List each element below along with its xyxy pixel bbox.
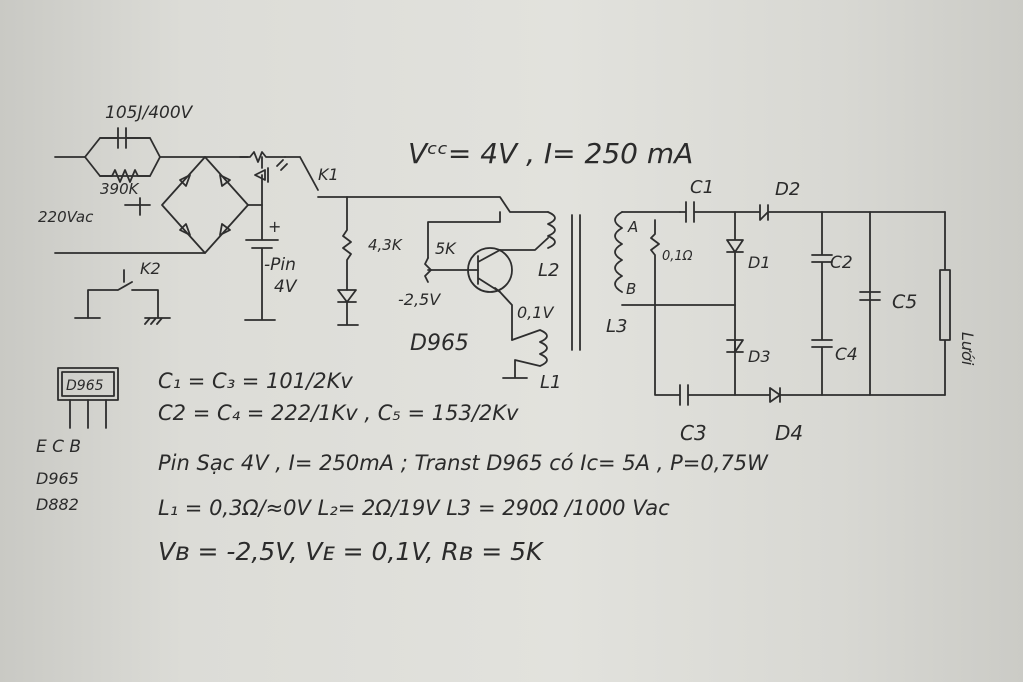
d2-label: D2 bbox=[775, 179, 800, 200]
note-line-1: C₁ = C₃ = 101/2Kv bbox=[158, 369, 353, 393]
battery-plus: + bbox=[268, 217, 281, 236]
top-cap-label: 105J/400V bbox=[105, 103, 194, 123]
ve-label: 0,1V bbox=[517, 303, 554, 322]
note-line-5: Vʙ = -2,5V, Vᴇ = 0,1V, Rʙ = 5K bbox=[158, 537, 545, 566]
k1-label: K1 bbox=[318, 165, 339, 184]
input-wires bbox=[54, 127, 206, 254]
d4-label: D4 bbox=[775, 421, 803, 445]
switch-k1 bbox=[284, 156, 549, 213]
battery-symbol bbox=[244, 204, 279, 321]
note-line-4: L₁ = 0,3Ω/≈0V L₂= 2Ω/19V L3 = 290Ω /1000… bbox=[158, 496, 670, 520]
package-label: D965 bbox=[66, 378, 104, 394]
resistor-390k-label: 390K bbox=[100, 180, 140, 198]
oscillator-transistor bbox=[424, 211, 581, 379]
charge-indicator bbox=[239, 151, 288, 206]
vb-label: -2,5V bbox=[398, 290, 441, 309]
c3-label: C3 bbox=[680, 421, 707, 445]
output-label: Lưới bbox=[958, 332, 977, 366]
node-a-label: A bbox=[627, 218, 638, 236]
c4-label: C4 bbox=[835, 345, 858, 365]
transistor-package bbox=[57, 367, 119, 429]
node-b-label: B bbox=[626, 280, 636, 298]
l1-label: L1 bbox=[540, 372, 561, 393]
mains-label: 220Vac bbox=[38, 208, 94, 226]
note-line-3: Pin Sạc 4V , I= 250mA ; Transt D965 có I… bbox=[158, 451, 769, 475]
bias-network bbox=[337, 196, 359, 326]
output-multiplier bbox=[654, 201, 951, 406]
bridge-rectifier bbox=[161, 156, 249, 254]
l2-label: L2 bbox=[538, 260, 559, 281]
pin-order-label: E C B bbox=[36, 437, 81, 457]
r01-label: 0,1Ω bbox=[662, 249, 693, 264]
secondary-coil bbox=[614, 211, 736, 306]
d1-label: D1 bbox=[748, 253, 771, 272]
c1-label: C1 bbox=[690, 177, 714, 198]
equivalent-1: D965 bbox=[36, 469, 79, 488]
c2-label: C2 bbox=[830, 253, 853, 273]
labels: 105J/400V 390K 220Vac Vᶜᶜ= 4V , I= 250 m… bbox=[36, 103, 977, 514]
transistor-type-label: D965 bbox=[410, 331, 469, 356]
d3-label: D3 bbox=[748, 347, 771, 366]
component-notes: C₁ = C₃ = 101/2Kv C2 = C₄ = 222/1Kv , C₅… bbox=[158, 369, 769, 566]
equivalent-2: D882 bbox=[36, 495, 79, 514]
r5k-label: 5K bbox=[435, 239, 457, 258]
l3-label: L3 bbox=[606, 316, 627, 337]
battery-label-line2: 4V bbox=[274, 277, 298, 297]
battery-label-line1: -Pin bbox=[264, 255, 296, 275]
switch-k2 bbox=[74, 269, 171, 325]
c5-label: C5 bbox=[892, 291, 917, 313]
k2-label: K2 bbox=[140, 259, 161, 278]
note-line-2: C2 = C₄ = 222/1Kv , C₅ = 153/2Kv bbox=[158, 401, 519, 425]
r43k-label: 4,3K bbox=[368, 236, 403, 254]
supply-spec: Vᶜᶜ= 4V , I= 250 mA bbox=[408, 137, 693, 170]
